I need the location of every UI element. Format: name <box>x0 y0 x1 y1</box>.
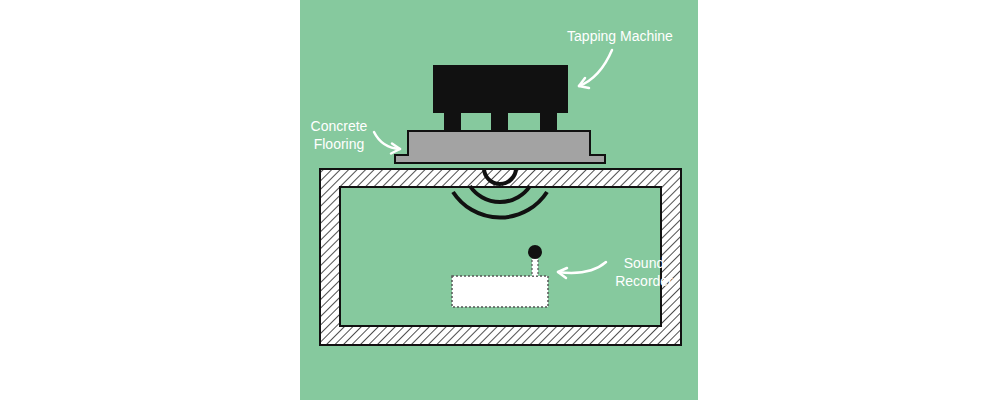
sound-wave <box>484 168 516 184</box>
label-holder: Sound Recorder <box>611 254 677 290</box>
label-holder: Tapping Machine <box>560 27 680 45</box>
microphone-head <box>528 245 542 259</box>
recorder-body <box>452 276 548 307</box>
part-label: Concrete Flooring <box>305 117 373 153</box>
sound-wave <box>470 186 530 202</box>
tapping-machine-body <box>433 65 568 113</box>
arrow-head <box>579 78 589 88</box>
sound-wave <box>453 192 547 218</box>
concrete-slab <box>395 131 605 163</box>
room-interior <box>340 187 661 326</box>
tapping-machine-leg <box>491 112 508 131</box>
label-holder: Concrete Flooring <box>305 117 373 153</box>
tapping-machine-leg <box>444 112 461 131</box>
microphone-stem <box>532 258 538 276</box>
part-label: Sound Recorder <box>611 254 677 290</box>
green-panel <box>300 0 698 400</box>
room-wall <box>320 169 681 345</box>
part-label: Tapping Machine <box>560 27 680 45</box>
tapping-machine-leg <box>540 112 557 131</box>
arrow-head <box>558 268 567 278</box>
arrow-head <box>391 144 400 154</box>
